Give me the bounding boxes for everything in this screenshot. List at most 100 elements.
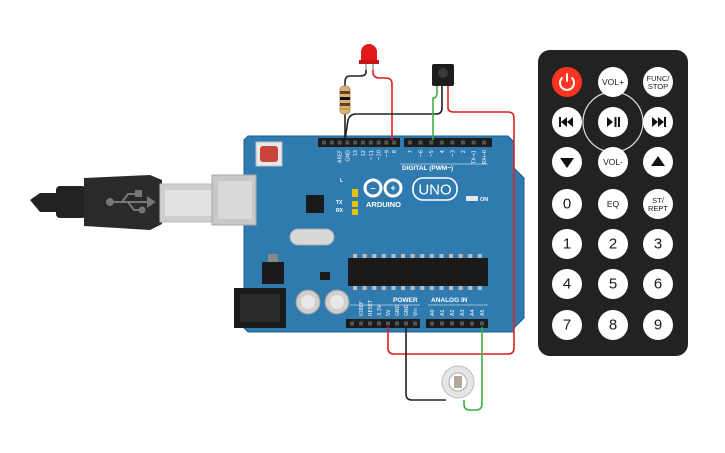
remote-button-st-rept[interactable]: ST/REPT <box>643 189 673 219</box>
light-sensor[interactable] <box>441 365 475 399</box>
header-hole[interactable] <box>359 321 363 326</box>
header-hole[interactable] <box>368 321 372 326</box>
digital-pin-label: 2 <box>461 150 467 153</box>
remote-button-face <box>643 269 673 299</box>
usb-cable[interactable] <box>30 175 221 230</box>
analog-pin-label: A3 <box>460 309 466 316</box>
header-hole[interactable] <box>337 140 342 145</box>
reset-button[interactable] <box>260 146 278 162</box>
header-hole[interactable] <box>350 321 354 326</box>
remote-button-label: 2 <box>609 236 617 253</box>
header-hole[interactable] <box>408 140 412 145</box>
header-hole[interactable] <box>368 140 373 145</box>
small-chip <box>320 272 330 280</box>
header-hole[interactable] <box>482 140 487 145</box>
ir-receiver[interactable] <box>432 64 454 86</box>
header-hole[interactable] <box>361 140 365 145</box>
header-hole[interactable] <box>439 140 444 145</box>
chip-pin <box>381 254 386 258</box>
remote-button-label: EQ <box>607 199 620 209</box>
remote-button-down[interactable] <box>552 147 582 177</box>
remote-button-1[interactable]: 1 <box>552 229 582 259</box>
usb-b-jack-inner <box>218 181 252 219</box>
digital-pin-label: 7 <box>408 150 414 153</box>
remote-button-6[interactable]: 6 <box>643 269 673 299</box>
red-led[interactable] <box>359 44 379 64</box>
power-pin-label: GND <box>395 304 401 316</box>
header-hole[interactable] <box>461 140 465 145</box>
remote-button-0[interactable]: 0 <box>552 189 582 219</box>
header-hole[interactable] <box>377 321 381 326</box>
fast-forward-icon <box>652 117 666 127</box>
header-hole[interactable] <box>471 140 476 145</box>
light-sensor-element <box>454 376 462 388</box>
remote-button-face <box>598 229 628 259</box>
digital-pin-label: ~6 <box>419 150 425 157</box>
remote-button-face <box>643 67 673 97</box>
header-hole[interactable] <box>376 140 381 145</box>
remote-button-label: 4 <box>563 276 571 293</box>
wire-ir-gnd <box>344 86 443 141</box>
power-pin-label: 5V <box>386 309 392 316</box>
up-arrow-icon <box>651 156 665 166</box>
remote-button-vol-down[interactable]: VOL- <box>598 147 628 177</box>
remote-button-5[interactable]: 5 <box>598 269 628 299</box>
header-hole[interactable] <box>395 321 399 326</box>
arduino-wordmark: ARDUINO <box>366 200 401 209</box>
wire-ir-signal <box>432 86 438 140</box>
remote-button-rewind[interactable] <box>552 107 582 137</box>
header-hole[interactable] <box>450 140 455 145</box>
header-hole[interactable] <box>429 140 434 145</box>
remote-button-eq[interactable]: EQ <box>598 189 628 219</box>
header-hole[interactable] <box>460 321 464 326</box>
header-hole[interactable] <box>404 321 408 326</box>
led-rim <box>359 60 379 64</box>
dc-power-jack-inner <box>240 294 280 322</box>
play-pause-icon <box>607 117 620 127</box>
rx-led-label: RX <box>336 208 344 214</box>
header-hole[interactable] <box>386 321 390 326</box>
usb-plug-metal-inner <box>165 190 215 216</box>
header-hole[interactable] <box>470 321 474 326</box>
header-hole[interactable] <box>480 321 484 326</box>
voltage-regulator <box>262 262 284 284</box>
ir-receiver-lens <box>438 68 448 78</box>
digital-pin-label: ~11 <box>369 150 375 161</box>
header-hole[interactable] <box>392 140 397 145</box>
remote-button-fast-forward[interactable] <box>643 107 673 137</box>
analog-header <box>426 319 488 328</box>
chip-pin <box>372 254 377 258</box>
remote-button-face <box>643 310 673 340</box>
header-hole[interactable] <box>440 321 444 326</box>
remote-button-7[interactable]: 7 <box>552 310 582 340</box>
remote-button-4[interactable]: 4 <box>552 269 582 299</box>
remote-button-up[interactable] <box>643 147 673 177</box>
header-hole[interactable] <box>384 140 389 145</box>
header-hole[interactable] <box>322 140 326 145</box>
header-hole[interactable] <box>430 321 434 326</box>
remote-button-8[interactable]: 8 <box>598 310 628 340</box>
header-hole[interactable] <box>418 140 423 145</box>
remote-button-2[interactable]: 2 <box>598 229 628 259</box>
remote-button-label: 8 <box>609 317 617 334</box>
header-hole[interactable] <box>353 140 358 145</box>
digital-pin-label: TX→1 <box>472 150 478 165</box>
header-hole[interactable] <box>329 140 334 145</box>
power-section-label: POWER <box>393 297 418 304</box>
remote-button-3[interactable]: 3 <box>643 229 673 259</box>
resistor[interactable] <box>339 85 351 115</box>
remote-button-func-stop[interactable]: FUNC/STOP <box>643 67 673 97</box>
header-hole[interactable] <box>413 321 417 326</box>
on-led <box>466 196 478 201</box>
remote-button-power[interactable] <box>552 67 582 97</box>
header-hole[interactable] <box>450 321 454 326</box>
header-hole[interactable] <box>345 140 350 145</box>
remote-button-play-pause[interactable] <box>598 107 628 137</box>
digital-pin-label: 4 <box>440 150 446 153</box>
remote-button-vol-up[interactable]: VOL+ <box>598 67 628 97</box>
chip-pin <box>391 254 396 258</box>
digital-pin-label: 12 <box>361 150 367 156</box>
remote-button-9[interactable]: 9 <box>643 310 673 340</box>
